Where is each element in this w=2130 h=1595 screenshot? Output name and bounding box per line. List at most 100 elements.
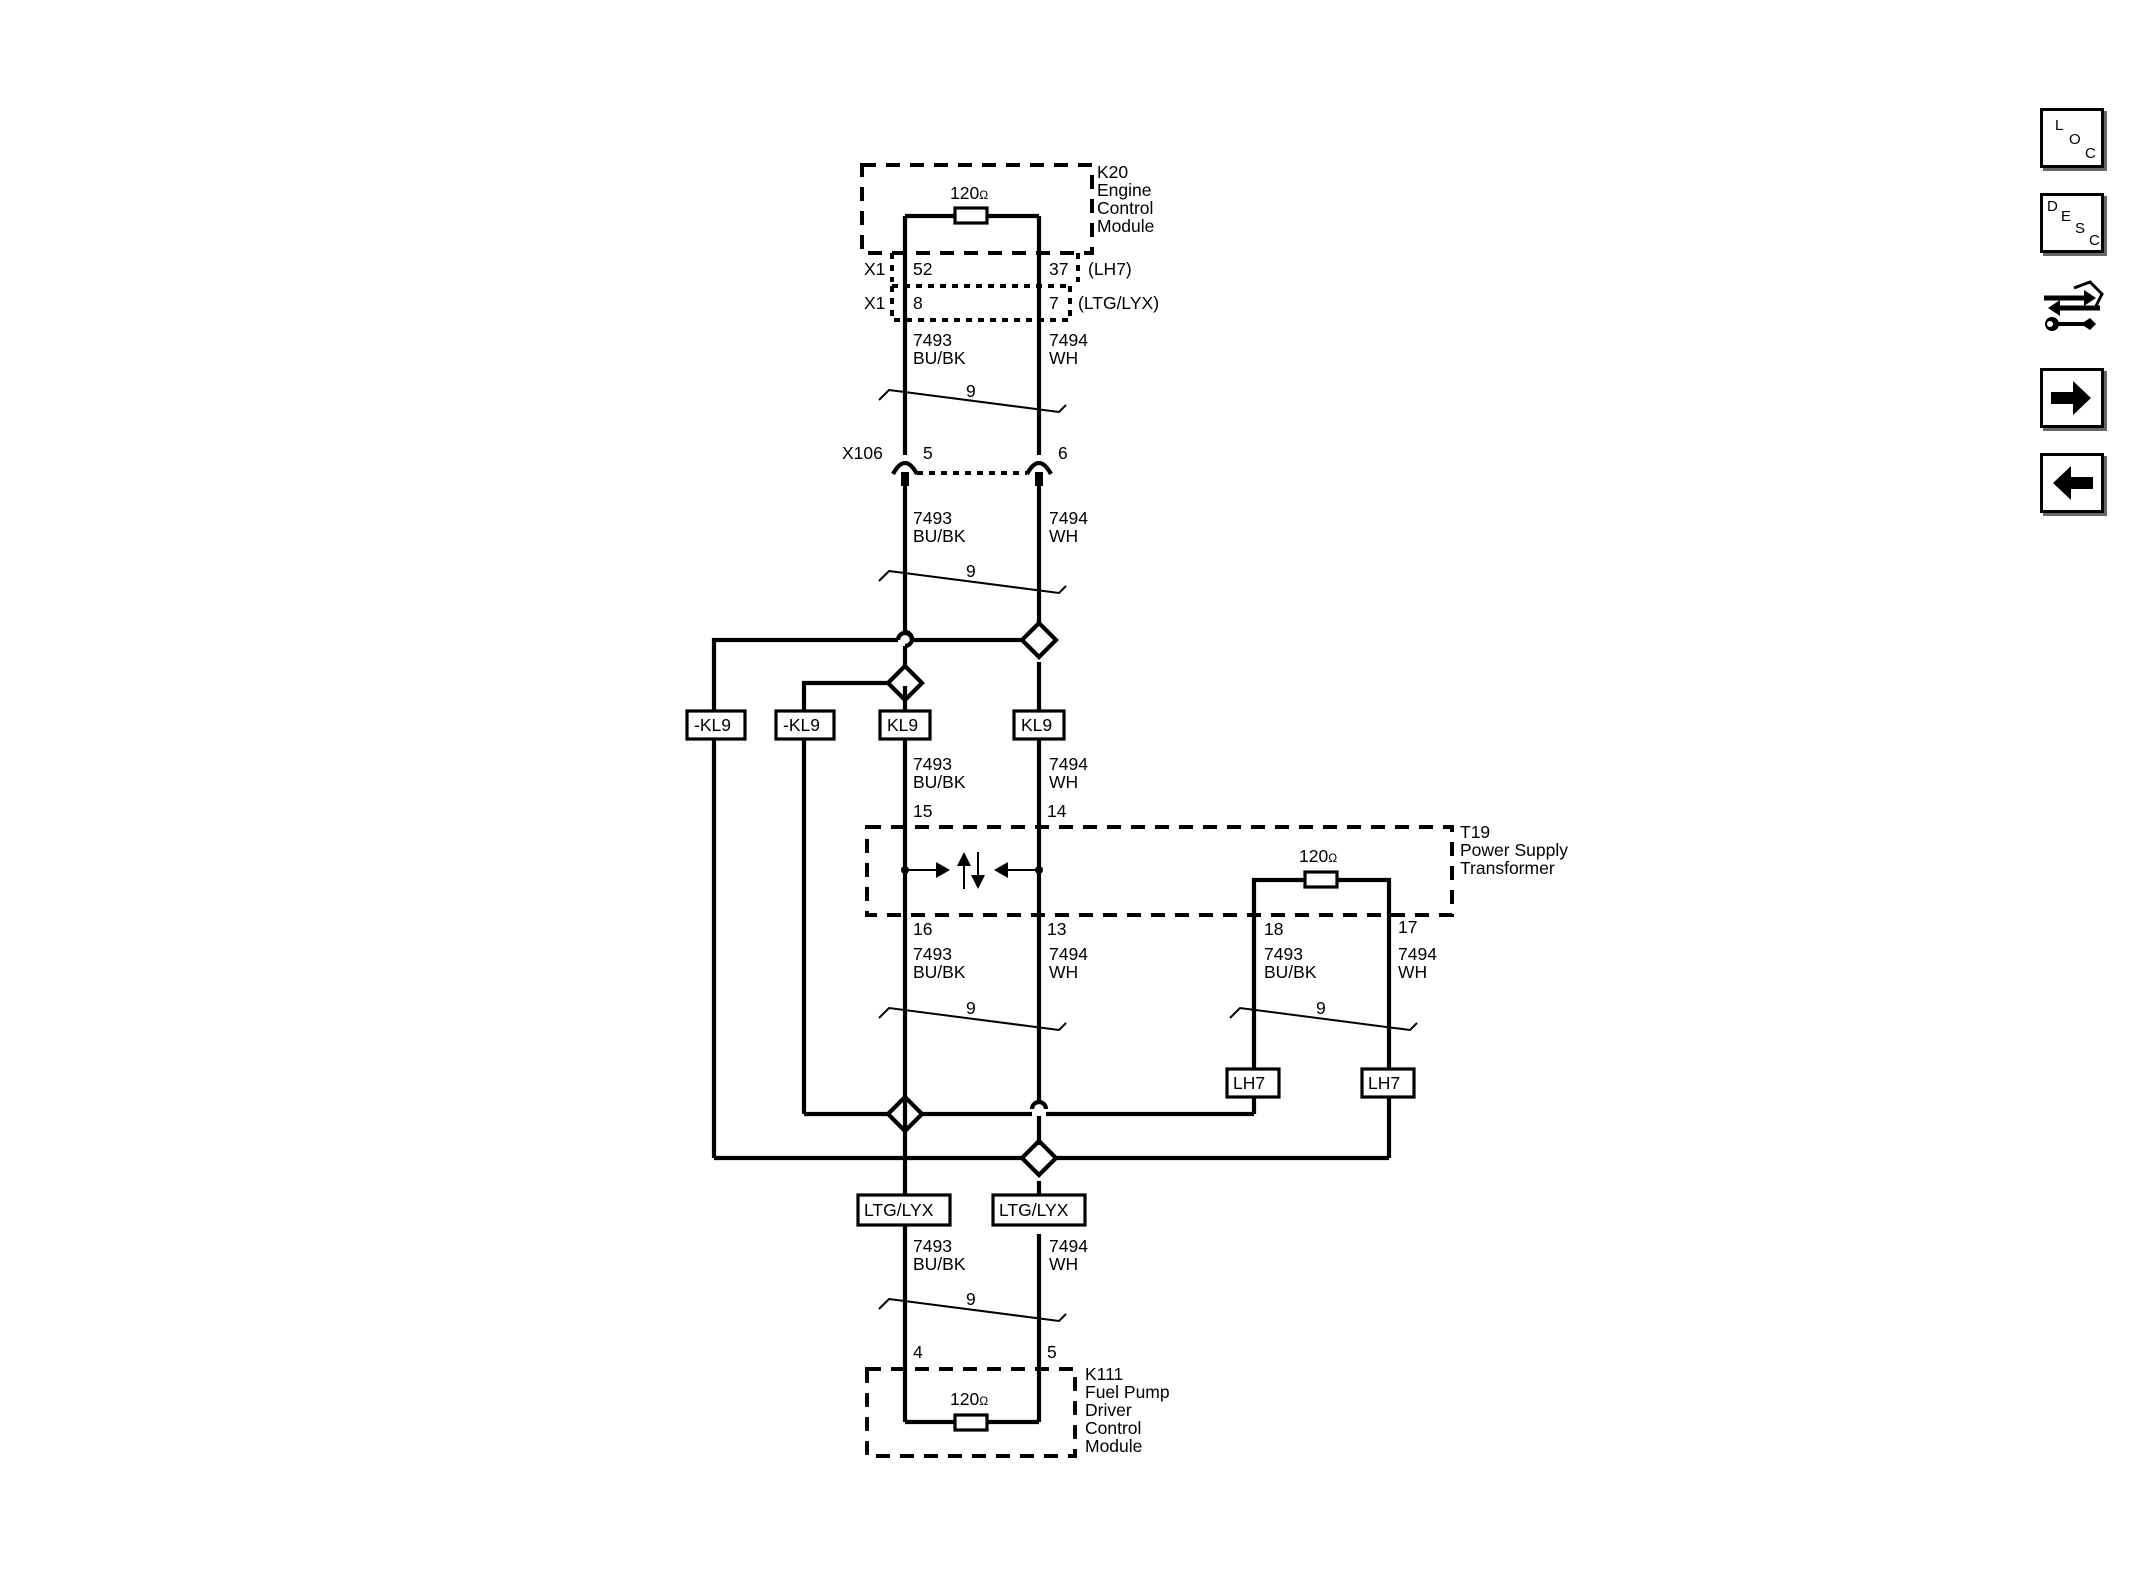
twist-label-2: 9 [966, 561, 976, 581]
ecm-name-line-3: Module [1097, 216, 1154, 236]
x106-label: X106 [842, 443, 883, 463]
x1-lh7-label: X1 [864, 259, 885, 279]
ecm-id: K20 [1097, 162, 1128, 182]
k111-id: K111 [1085, 1364, 1123, 1384]
wire-7494-color-1: WH [1049, 348, 1078, 368]
x106-pin-left: 5 [923, 443, 933, 463]
wire-7493-color-3: BU/BK [913, 772, 966, 792]
t19-pin-16: 16 [913, 919, 932, 939]
t19-resistor-value: 120Ω [1299, 846, 1337, 866]
twist-label-3: 9 [966, 998, 976, 1018]
x1-ltg-pin-right: 7 [1049, 293, 1059, 313]
loc-letter-l: L [2055, 117, 2064, 134]
wire-7494-label-2: 7494 [1049, 508, 1088, 528]
twist-label-4: 9 [1316, 998, 1326, 1018]
wire-7494-color-3: WH [1049, 772, 1078, 792]
loc-letter-o: O [2069, 131, 2081, 148]
wire-7494-label-3: 7494 [1049, 754, 1088, 774]
wire-7493-label-2: 7493 [913, 508, 952, 528]
wire-7493-color-4: BU/BK [913, 962, 966, 982]
arrow-left-icon [2053, 466, 2093, 500]
ecm-resistor-value: 120Ω [950, 183, 988, 203]
wire-7494-label-1: 7494 [1049, 330, 1088, 350]
splice-upper-right [1019, 620, 1059, 660]
k111-pin-5: 5 [1047, 1342, 1057, 1362]
svg-text:KL9: KL9 [1021, 715, 1052, 735]
wire-7494-color-5: WH [1398, 962, 1427, 982]
wire-7493-color-2: BU/BK [913, 526, 966, 546]
description-button[interactable]: D E S C [2040, 193, 2104, 253]
svg-text:-KL9: -KL9 [783, 715, 820, 735]
t19-pin-17: 17 [1398, 917, 1417, 937]
svg-text:LH7: LH7 [1368, 1073, 1400, 1093]
wire-7493-label-5: 7493 [1264, 944, 1303, 964]
ecm-module: 120Ω K20 Engine Control Module [860, 162, 1154, 255]
x1-ltg-label: X1 [864, 293, 885, 313]
upper-splices [711, 620, 1059, 1158]
t19-pin-13: 13 [1047, 919, 1066, 939]
wire-7493-label-4: 7493 [913, 944, 952, 964]
twisted-pair-markers: 9 9 9 9 9 [878, 381, 1418, 1323]
wire-7494-color-6: WH [1049, 1254, 1078, 1274]
k111-name-line-2: Driver [1085, 1400, 1132, 1420]
x106-connector: X106 5 6 [842, 443, 1068, 486]
wire-7493-color-6: BU/BK [913, 1254, 966, 1274]
x1-lh7-pin-left: 52 [913, 259, 932, 279]
t19-id: T19 [1460, 822, 1490, 842]
k111-name-line-1: Fuel Pump [1085, 1382, 1170, 1402]
tag-kl9-right [1012, 709, 1066, 741]
tag-not-kl9-1 [685, 709, 747, 741]
t19-pin-15: 15 [913, 801, 932, 821]
wire-7494-color-2: WH [1049, 526, 1078, 546]
ecm-resistor [953, 206, 989, 225]
t19-name-line-1: Power Supply [1460, 840, 1568, 860]
x1-lh7-pin-right: 37 [1049, 259, 1068, 279]
splice-upper-left [885, 663, 925, 703]
tag-ltg-right [991, 1193, 1087, 1227]
twist-label-1: 9 [966, 381, 976, 401]
arrow-right-icon [2051, 381, 2091, 415]
t19-resistor [1303, 870, 1339, 889]
x1-ltg-option: (LTG/LYX) [1078, 293, 1159, 313]
fppm-module: 4 5 120Ω K111 Fuel Pump Driver Control M… [865, 1342, 1170, 1458]
k111-resistor-value: 120Ω [950, 1389, 988, 1409]
k111-name-line-3: Control [1085, 1418, 1141, 1438]
wire-labels: 7493 BU/BK 7494 WH 7493 BU/BK 7494 WH 74… [913, 330, 1437, 1274]
next-button[interactable] [2040, 368, 2104, 428]
diagnostic-tools-button[interactable] [2040, 278, 2104, 338]
wire-7493-color-5: BU/BK [1264, 962, 1317, 982]
t19-name-line-2: Transformer [1460, 858, 1555, 878]
loc-letter-c: C [2085, 145, 2096, 162]
svg-text:LTG/LYX: LTG/LYX [999, 1200, 1069, 1220]
wire-7493-label-1: 7493 [913, 330, 952, 350]
tag-not-kl9-2 [774, 709, 836, 741]
location-button[interactable]: L O C [2040, 108, 2104, 168]
wire-7494-color-4: WH [1049, 962, 1078, 982]
ecm-boundary [860, 163, 1094, 255]
wrench-connector-icon [2044, 280, 2104, 331]
wire-7493-label-3: 7493 [913, 754, 952, 774]
k111-pin-4: 4 [913, 1342, 923, 1362]
k111-name-line-4: Module [1085, 1436, 1142, 1456]
wire-7493-color-1: BU/BK [913, 348, 966, 368]
fppm-boundary [865, 1367, 1077, 1458]
svg-text:-KL9: -KL9 [694, 715, 731, 735]
svg-text:LH7: LH7 [1233, 1073, 1265, 1093]
wire-7493-label-6: 7493 [913, 1236, 952, 1256]
desc-letter-d: D [2047, 198, 2058, 215]
wire-7494-label-5: 7494 [1398, 944, 1437, 964]
desc-letter-c: C [2089, 232, 2100, 249]
splice-lower-right [1019, 1138, 1059, 1178]
t19-pin-14: 14 [1047, 801, 1067, 821]
twist-label-5: 9 [966, 1289, 976, 1309]
svg-text:KL9: KL9 [887, 715, 918, 735]
ecm-name-line-2: Control [1097, 198, 1153, 218]
lower-splices: LH7 LH7 LTG/LYX LTG/LYX [714, 1067, 1416, 1227]
back-button[interactable] [2040, 453, 2104, 513]
tag-kl9-left [878, 709, 932, 741]
transformer-module: 15 14 16 13 18 17 T19 Power Supply Trans… [865, 801, 1568, 1069]
ecm-name-line-1: Engine [1097, 180, 1152, 200]
x1-ltg-pin-left: 8 [913, 293, 923, 313]
desc-letter-s: S [2075, 220, 2086, 237]
